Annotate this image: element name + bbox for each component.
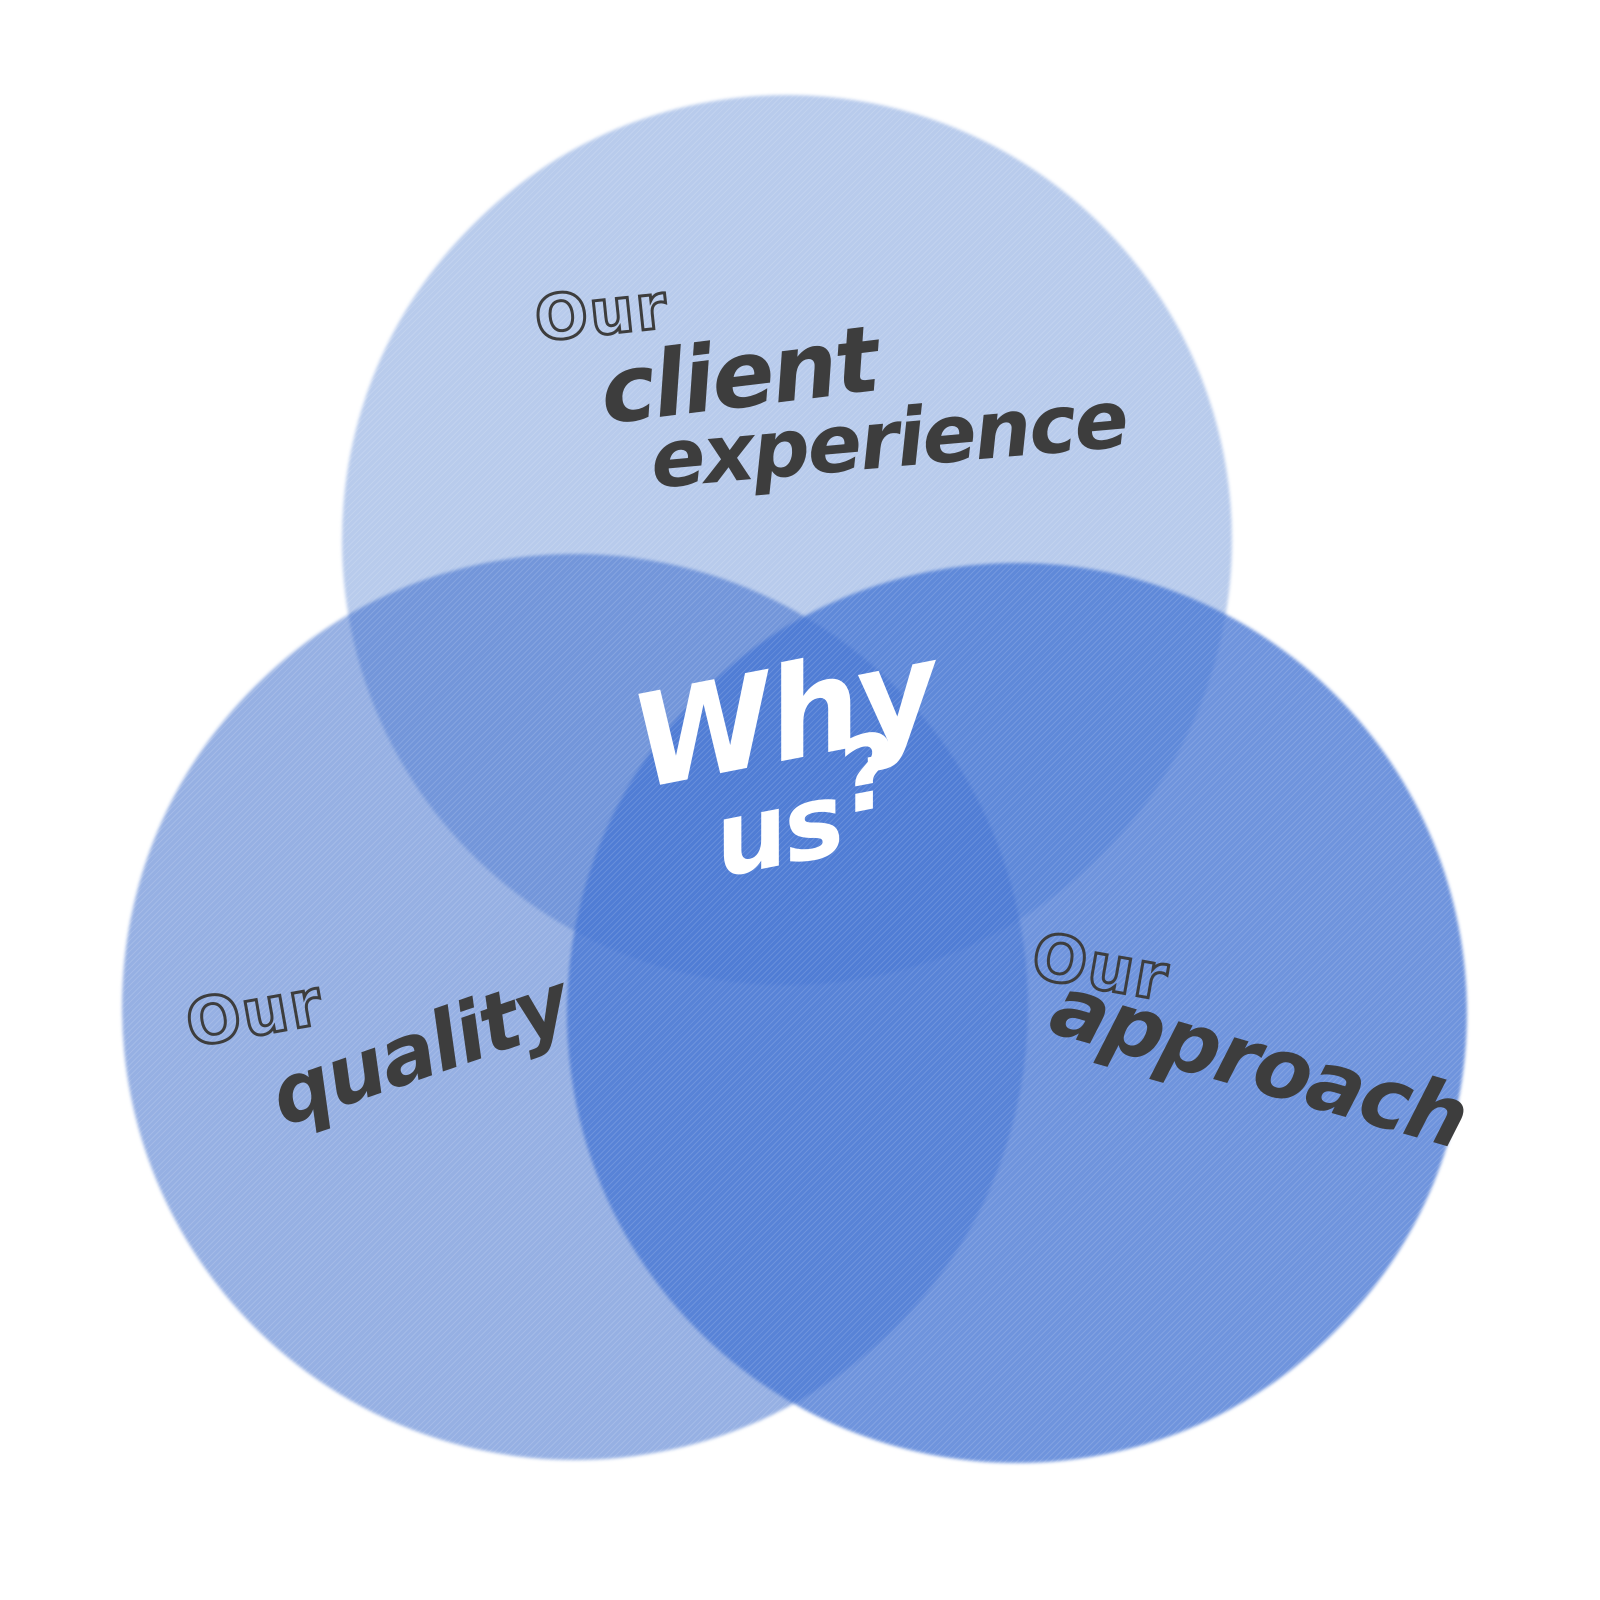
center-label-word: us [703, 760, 852, 902]
circle-approach [567, 563, 1467, 1463]
